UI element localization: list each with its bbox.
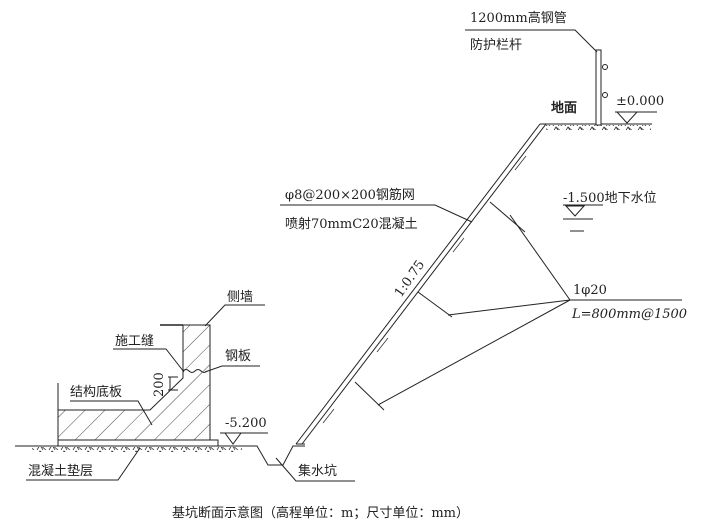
mesh-label: φ8@200×200钢筋网 (285, 187, 415, 203)
anchor-bar-label: 1φ20 (573, 283, 607, 298)
base-slab-label: 结构底板 (70, 384, 122, 400)
pit-bottom (15, 445, 305, 466)
figure-caption: 基坑断面示意图（高程单位：m；尺寸单位：mm） (172, 505, 469, 521)
ground-label: 地面 (551, 100, 577, 116)
structure (57, 324, 219, 447)
guardrail-label-2: 防护栏杆 (470, 37, 522, 53)
structure-labels: 侧墙 施工缝 钢板 200 结构底板 -5.200 混凝土垫层 集水坑 (26, 290, 355, 482)
steel-plate-label: 钢板 (225, 349, 251, 364)
shotcrete-label: 喷射70mmC20混凝土 (285, 216, 418, 232)
groundwater-marker: -1.500地下水位 (563, 191, 657, 232)
soil-nails: 1φ20 L=800mm@1500 (354, 201, 687, 411)
guardrail: 1200mm高钢管 防护栏杆 (465, 10, 608, 126)
elevation-marker-top: ±0.000 (615, 94, 664, 124)
guardrail-label-1: 1200mm高钢管 (470, 10, 567, 26)
sump-label: 集水坑 (298, 463, 337, 479)
cushion-label: 混凝土垫层 (28, 463, 93, 479)
pit-bottom-elevation: -5.200 (225, 416, 267, 431)
anchor-spec-label: L=800mm@1500 (571, 307, 687, 322)
slope-face (295, 123, 547, 445)
ground-elevation: ±0.000 (616, 94, 664, 109)
groundwater-label: -1.500地下水位 (563, 191, 657, 206)
construction-joint-label: 施工缝 (115, 334, 154, 349)
side-wall-label: 侧墙 (227, 290, 253, 305)
joint-height-dimension: 200 (152, 372, 167, 397)
mesh-callout: φ8@200×200钢筋网 喷射70mmC20混凝土 (280, 187, 473, 232)
